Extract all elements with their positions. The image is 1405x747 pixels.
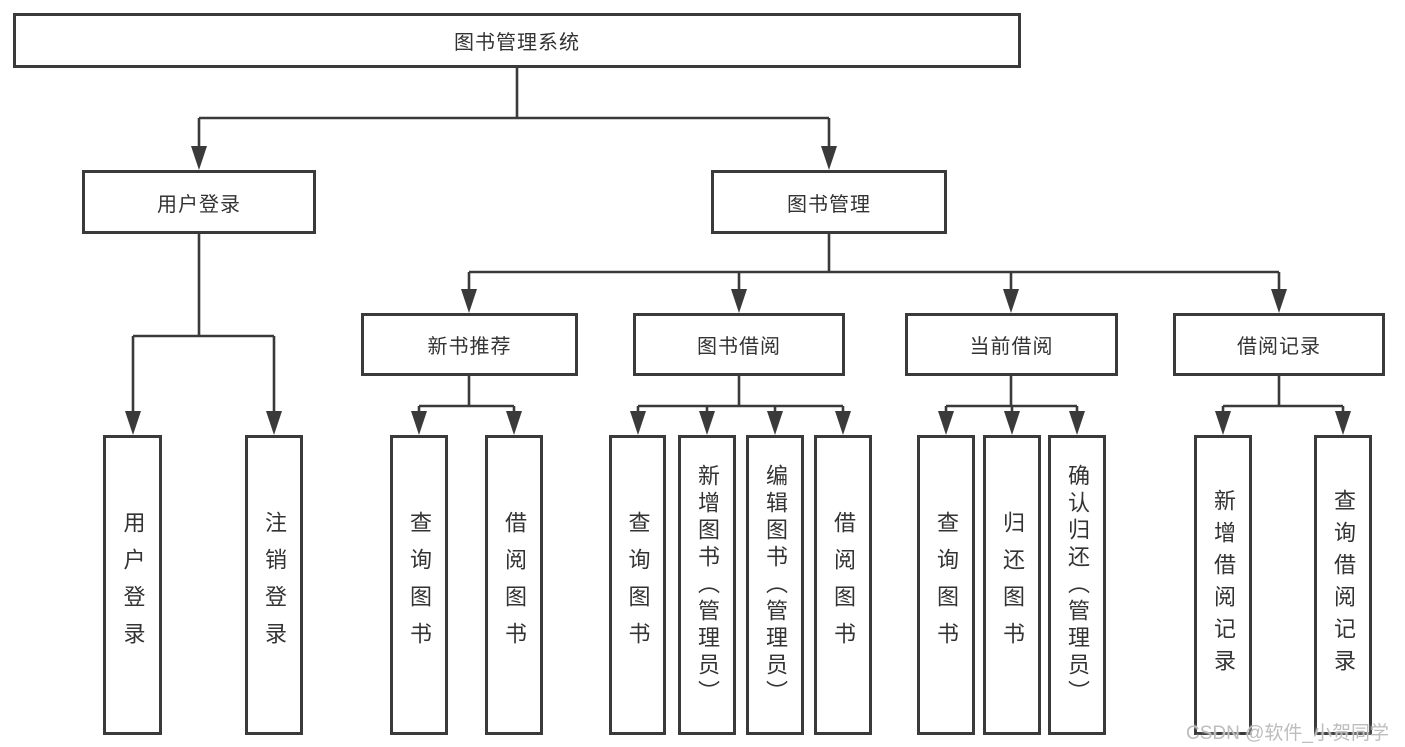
leaf-add-borrow-record-label: 新增借阅记录 xyxy=(1211,489,1236,681)
leaf-query-borrow-record-label: 查询借阅记录 xyxy=(1331,489,1356,681)
leaf-edit-books-admin-label: 编辑图书（管理员） xyxy=(763,463,788,707)
leaf-query-books-borrow-label: 查询图书 xyxy=(625,511,651,659)
leaf-return-books: 归还图书 xyxy=(983,435,1041,735)
leaf-user-login-label: 用户登录 xyxy=(120,511,146,659)
leaf-confirm-return-admin-label: 确认归还（管理员） xyxy=(1065,463,1090,707)
node-root-label: 图书管理系统 xyxy=(454,32,580,54)
leaf-edit-books-admin: 编辑图书（管理员） xyxy=(746,435,804,735)
leaf-borrow-books-recommend: 借阅图书 xyxy=(485,435,543,735)
leaf-add-borrow-record: 新增借阅记录 xyxy=(1194,435,1252,735)
leaf-query-borrow-record: 查询借阅记录 xyxy=(1314,435,1372,735)
leaf-add-books-admin: 新增图书（管理员） xyxy=(678,435,736,735)
node-borrow-records: 借阅记录 xyxy=(1173,313,1385,376)
leaf-query-books-recommend-label: 查询图书 xyxy=(407,511,432,659)
node-new-book-recommend: 新书推荐 xyxy=(361,313,578,376)
node-root: 图书管理系统 xyxy=(13,13,1021,68)
node-book-borrow: 图书借阅 xyxy=(633,313,845,376)
node-book-management: 图书管理 xyxy=(711,170,947,234)
watermark: CSDN @软件_小贺同学 xyxy=(1186,723,1389,744)
leaf-logout-login-label: 注销登录 xyxy=(262,511,287,659)
node-book-management-label: 图书管理 xyxy=(787,193,871,216)
leaf-return-books-label: 归还图书 xyxy=(1000,511,1025,659)
node-current-borrow: 当前借阅 xyxy=(905,313,1118,376)
leaf-borrow-books-label: 借阅图书 xyxy=(831,511,856,659)
leaf-query-books-current: 查询图书 xyxy=(917,435,975,735)
leaf-borrow-books: 借阅图书 xyxy=(814,435,872,735)
node-book-borrow-label: 图书借阅 xyxy=(697,336,781,358)
node-user-login: 用户登录 xyxy=(82,170,316,234)
leaf-confirm-return-admin: 确认归还（管理员） xyxy=(1048,435,1106,735)
leaf-add-books-admin-label: 新增图书（管理员） xyxy=(695,463,720,707)
leaf-logout-login: 注销登录 xyxy=(245,435,303,735)
leaf-query-books-recommend: 查询图书 xyxy=(390,435,448,735)
leaf-borrow-books-recommend-label: 借阅图书 xyxy=(502,511,527,659)
leaf-query-books-current-label: 查询图书 xyxy=(934,511,959,659)
node-current-borrow-label: 当前借阅 xyxy=(969,336,1054,358)
node-user-login-label: 用户登录 xyxy=(157,193,241,216)
node-borrow-records-label: 借阅记录 xyxy=(1237,336,1321,358)
leaf-query-books-borrow: 查询图书 xyxy=(609,435,666,735)
leaf-user-login: 用户登录 xyxy=(103,435,162,735)
node-new-book-recommend-label: 新书推荐 xyxy=(427,336,512,358)
